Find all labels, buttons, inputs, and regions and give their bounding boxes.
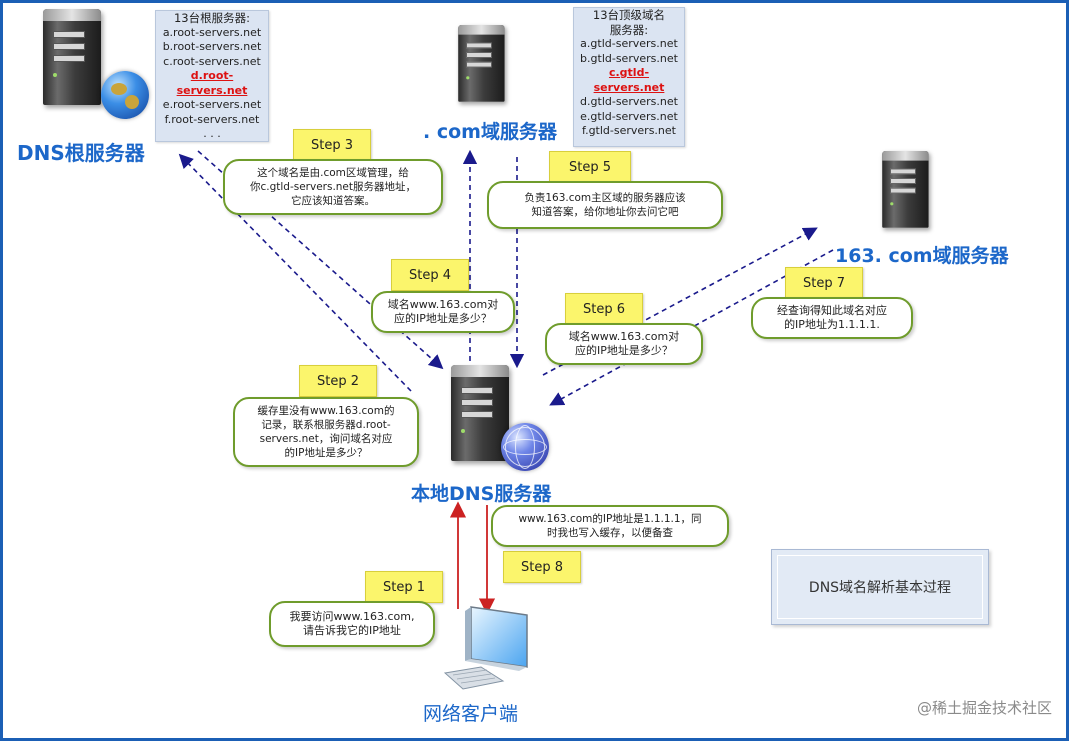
com-list-item: a.gtld-servers.net	[580, 37, 678, 50]
step-3-text: 它应该知道答案。	[290, 195, 375, 207]
root-list-title: 13台根服务器:	[173, 11, 250, 25]
root-list-item: c.root-servers.net	[163, 54, 261, 68]
s163-server-label: 163. com域服务器	[835, 245, 1009, 267]
step-3-tag: Step 3	[293, 129, 371, 161]
step-4-tag: Step 4	[391, 259, 469, 291]
step-4-bubble: 域名www.163.com对 应的IP地址是多少？	[371, 291, 515, 333]
step-3-text: 这个域名是由.com区域管理，给	[257, 167, 409, 179]
step-7-text: 经查询得知此域名对应	[777, 303, 887, 317]
step-8-tag: Step 8	[503, 551, 581, 583]
diagram-title-box: DNS域名解析基本过程	[771, 549, 989, 625]
globe-icon	[101, 71, 149, 119]
step-3-bubble: 这个域名是由.com区域管理，给 你c.gtld-servers.net服务器地…	[223, 159, 443, 215]
step-5-text: 负责163.com主区域的服务器应该	[524, 191, 686, 204]
root-server-label: DNS根服务器	[17, 141, 145, 165]
root-list-item: b.root-servers.net	[162, 40, 262, 53]
root-list-item: f.root-servers.net	[164, 112, 260, 126]
step-2-text: servers.net，询问域名对应	[259, 433, 393, 445]
step-3-text: 你c.gtld-servers.net服务器地址，	[249, 181, 417, 193]
com-list-title: 服务器:	[609, 22, 649, 37]
com-list-item: d.gtld-servers.net	[580, 95, 678, 108]
com-list-title: 13台顶级域名	[592, 8, 666, 22]
root-server-list: 13台根服务器: a.root-servers.net b.root-serve…	[155, 10, 269, 142]
com-server-icon	[455, 25, 508, 105]
arrow-local-to-root	[178, 153, 412, 392]
step-1-text: 请告诉我它的IP地址	[303, 624, 401, 637]
root-list-item-highlighted: d.root-servers.net	[176, 69, 248, 97]
network-globe-icon	[501, 423, 549, 471]
com-list-item: b.gtld-servers.net	[580, 51, 678, 65]
root-list-item: e.root-servers.net	[162, 98, 262, 111]
step-1-bubble: 我要访问www.163.com, 请告诉我它的IP地址	[269, 601, 435, 647]
root-list-ellipsis: . . .	[203, 127, 221, 140]
step-6-text: 域名www.163.com对	[568, 329, 680, 343]
step-1-tag: Step 1	[365, 571, 443, 603]
s163-server-icon	[879, 151, 932, 231]
step-8-bubble: www.163.com的IP地址是1.1.1.1，同 时我也写入缓存，以便备查	[491, 505, 729, 547]
local-dns-server-icon	[447, 365, 513, 465]
step-6-tag: Step 6	[565, 293, 643, 325]
step-4-text: 域名www.163.com对	[387, 297, 499, 311]
step-2-tag: Step 2	[299, 365, 377, 397]
step-2-text: 缓存里没有www.163.com的	[257, 405, 395, 417]
step-5-tag: Step 5	[549, 151, 631, 183]
watermark: @稀土掘金技术社区	[916, 699, 1052, 717]
diagram-title: DNS域名解析基本过程	[777, 555, 983, 619]
step-8-text: www.163.com的IP地址是1.1.1.1，同	[518, 512, 702, 525]
step-1-text: 我要访问www.163.com,	[289, 609, 415, 623]
com-list-item-highlighted: c.gtld-servers.net	[593, 66, 665, 94]
step-2-bubble: 缓存里没有www.163.com的 记录，联系根服务器d.root- serve…	[233, 397, 419, 467]
step-5-bubble: 负责163.com主区域的服务器应该 知道答案，给你地址你去问它吧	[487, 181, 723, 229]
com-server-label: . com域服务器	[423, 121, 557, 143]
step-5-text: 知道答案，给你地址你去问它吧	[531, 206, 679, 218]
step-7-tag: Step 7	[785, 267, 863, 299]
step-2-text: 记录，联系根服务器d.root-	[261, 419, 391, 431]
step-6-bubble: 域名www.163.com对 应的IP地址是多少？	[545, 323, 703, 365]
step-8-text: 时我也写入缓存，以便备查	[546, 527, 673, 539]
arrow-local-to-163	[542, 227, 818, 376]
com-server-list: 13台顶级域名 服务器: a.gtld-servers.net b.gtld-s…	[573, 7, 685, 147]
local-dns-label: 本地DNS服务器	[411, 483, 552, 505]
root-list-item: a.root-servers.net	[162, 25, 262, 39]
step-2-text: 的IP地址是多少？	[284, 447, 368, 459]
com-list-item: e.gtld-servers.net	[580, 109, 678, 123]
root-server-icon	[39, 9, 105, 109]
client-label: 网络客户端	[423, 703, 519, 725]
step-4-text: 应的IP地址是多少？	[394, 312, 492, 325]
com-list-item: f.gtld-servers.net	[582, 124, 676, 137]
computer-icon	[443, 606, 528, 690]
step-7-text: 的IP地址为1.1.1.1.	[784, 318, 880, 331]
step-6-text: 应的IP地址是多少？	[575, 344, 673, 357]
step-7-bubble: 经查询得知此域名对应 的IP地址为1.1.1.1.	[751, 297, 913, 339]
